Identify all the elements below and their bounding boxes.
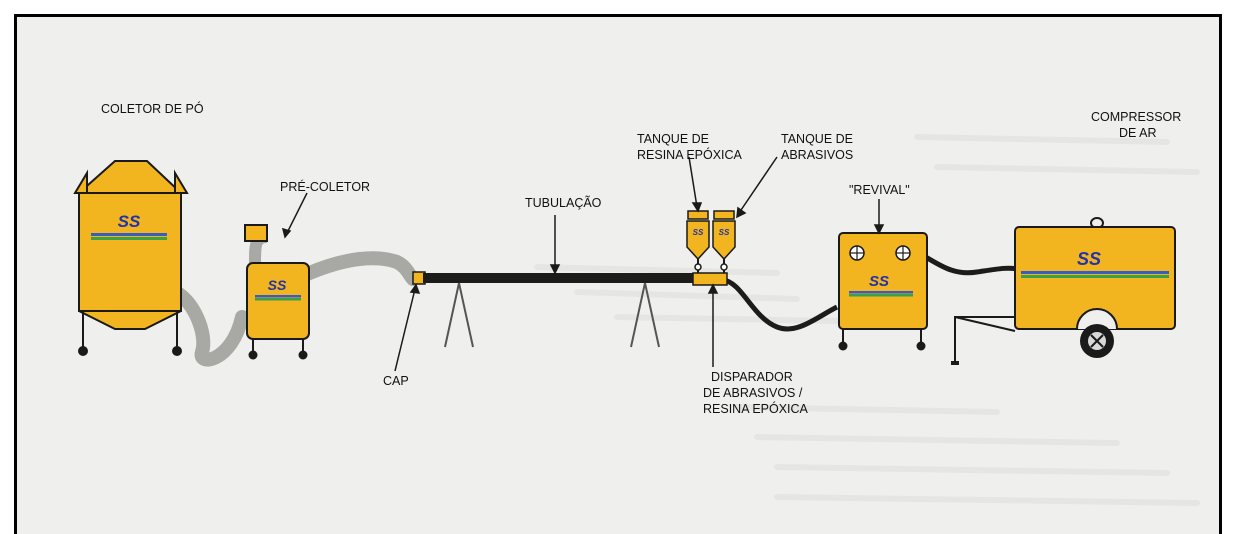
- label-compressor-line2: DE AR: [1119, 126, 1157, 140]
- pre-collector: SS: [244, 224, 310, 360]
- trigger-fitting: [692, 272, 728, 286]
- resin-tank-arrow: [688, 156, 698, 208]
- hose-trigger-to-revival: [722, 277, 839, 332]
- dust-collector-wheel: [78, 346, 88, 356]
- label-compressor-line1: COMPRESSOR: [1091, 110, 1181, 124]
- label-trigger-line1: DISPARADOR: [711, 370, 793, 384]
- dust-collector-body: [78, 192, 182, 312]
- piping: [412, 271, 728, 348]
- pipe-support: [444, 282, 474, 348]
- cap-arrow: [394, 288, 416, 372]
- label-revival: "REVIVAL": [849, 183, 910, 197]
- compressor-logo: SS: [1077, 249, 1101, 269]
- label-cap: CAP: [383, 374, 409, 388]
- dust-collector-wheel: [172, 346, 182, 356]
- pipe-support: [630, 282, 660, 348]
- label-resin-tank-line2: RESINA EPÓXICA: [637, 147, 743, 162]
- pre-collector-arrow: [286, 192, 308, 234]
- dust-collector-hopper: [78, 310, 182, 330]
- label-abrasive-tank-line2: ABRASIVOS: [781, 148, 853, 162]
- diagram-frame: SS SS SS SS: [14, 14, 1222, 534]
- abrasive-tank: SS: [712, 210, 736, 273]
- label-pre-collector: PRÉ-COLETOR: [280, 179, 370, 194]
- hose-collector-to-precollector: [172, 287, 249, 367]
- label-dust-collector: COLETOR DE PÓ: [101, 101, 204, 116]
- compressor-tow-bar: [954, 316, 1016, 361]
- pipe: [423, 273, 695, 283]
- abrasive-tank-logo: SS: [719, 228, 730, 237]
- dust-collector-logo: SS: [118, 212, 141, 231]
- revival-unit: SS: [838, 232, 928, 351]
- label-trigger-line2: DE ABRASIVOS /: [703, 386, 803, 400]
- resin-tank: SS: [686, 210, 710, 273]
- hose-precollector-to-cap: [300, 251, 420, 286]
- dust-collector: SS: [73, 160, 189, 356]
- label-piping: TUBULAÇÃO: [525, 196, 602, 210]
- process-diagram: SS SS SS SS: [73, 101, 1200, 506]
- label-trigger-line3: RESINA EPÓXICA: [703, 401, 809, 416]
- pre-collector-logo: SS: [268, 277, 287, 293]
- label-abrasive-tank-line1: TANQUE DE: [781, 132, 853, 146]
- label-resin-tank-line1: TANQUE DE: [637, 132, 709, 146]
- resin-tank-logo: SS: [693, 228, 704, 237]
- dust-collector-roof: [76, 160, 184, 194]
- pre-collector-body: [246, 262, 310, 340]
- revival-logo: SS: [869, 273, 889, 290]
- background-texture: [534, 134, 1200, 506]
- air-compressor: SS: [951, 217, 1176, 365]
- abrasive-tank-arrow: [738, 156, 778, 214]
